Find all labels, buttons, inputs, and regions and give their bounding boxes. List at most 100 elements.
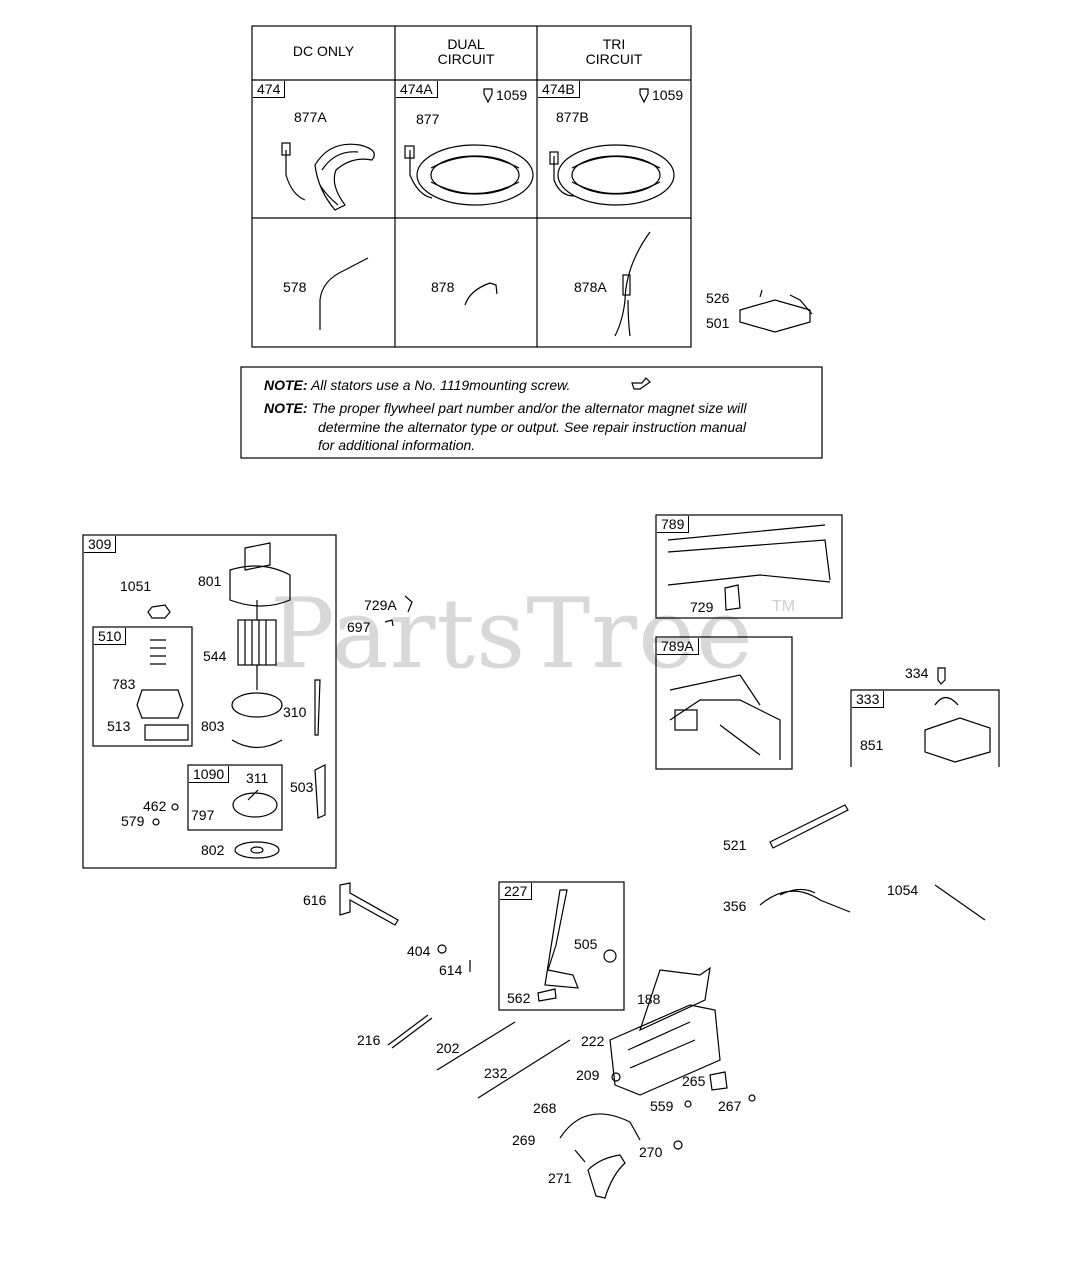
callout-878[interactable]: 878	[431, 279, 455, 295]
callout-544[interactable]: 544	[203, 648, 227, 664]
callout-334[interactable]: 334	[905, 665, 929, 681]
callout-616[interactable]: 616	[303, 892, 327, 908]
group-1090: 1090	[189, 766, 230, 783]
nut-270	[673, 1140, 683, 1150]
rod-1054	[934, 884, 986, 921]
link-232	[477, 1039, 571, 1099]
callout-877a[interactable]: 877A	[294, 109, 327, 125]
header-tri-circuit: TRI CIRCUIT	[585, 36, 643, 67]
watermark: PartsTree	[270, 578, 754, 690]
callout-270[interactable]: 270	[639, 1144, 663, 1160]
callout-501[interactable]: 501	[706, 315, 730, 331]
note-text-2a: The proper flywheel part number and/or t…	[311, 400, 747, 416]
group-474: 474	[253, 81, 286, 98]
callout-1059-a[interactable]: 1059	[496, 87, 528, 103]
housing-803	[231, 692, 283, 718]
bracket-503	[314, 764, 326, 819]
callout-802[interactable]: 802	[201, 842, 225, 858]
callout-265[interactable]: 265	[682, 1073, 706, 1089]
callout-505[interactable]: 505	[574, 936, 598, 952]
callout-271[interactable]: 271	[548, 1170, 572, 1186]
callout-216[interactable]: 216	[357, 1032, 381, 1048]
callout-503[interactable]: 503	[290, 779, 314, 795]
harness-878a-drawing	[614, 231, 651, 337]
cable-356	[759, 888, 851, 913]
rectifier-501-drawing	[739, 289, 813, 333]
callout-356[interactable]: 356	[723, 898, 747, 914]
note-text-1: All stators use a No. 1119mounting screw…	[310, 377, 571, 393]
harness-878-drawing	[464, 282, 498, 306]
callout-462[interactable]: 462	[143, 798, 167, 814]
callout-803[interactable]: 803	[201, 718, 225, 734]
bracket-188	[638, 966, 711, 1032]
callout-268[interactable]: 268	[533, 1100, 557, 1116]
callout-513[interactable]: 513	[107, 718, 131, 734]
box-510	[92, 626, 193, 747]
callout-851[interactable]: 851	[860, 737, 884, 753]
stator-877a-drawing	[281, 142, 375, 211]
callout-202[interactable]: 202	[436, 1040, 460, 1056]
group-227: 227	[500, 883, 533, 900]
callout-878a[interactable]: 878A	[574, 279, 607, 295]
box-789	[655, 514, 843, 619]
callout-267[interactable]: 267	[718, 1098, 742, 1114]
callout-311[interactable]: 311	[246, 770, 269, 786]
box-333	[850, 689, 1000, 767]
callout-188[interactable]: 188	[637, 991, 661, 1007]
callout-877b[interactable]: 877B	[556, 109, 589, 125]
screw-1059-b	[639, 88, 649, 104]
callout-310[interactable]: 310	[283, 704, 307, 720]
callout-877[interactable]: 877	[416, 111, 440, 127]
group-474a: 474A	[396, 81, 438, 98]
spring-216	[387, 1014, 429, 1046]
group-474b: 474B	[538, 81, 580, 98]
clip-729	[724, 584, 741, 611]
screw-562	[537, 988, 557, 1002]
clip-265	[709, 1071, 728, 1091]
link-202	[436, 1021, 516, 1071]
callout-1054[interactable]: 1054	[887, 882, 919, 898]
callout-404[interactable]: 404	[407, 943, 431, 959]
note-line-2: NOTE: The proper flywheel part number an…	[264, 399, 746, 417]
box-227	[498, 881, 625, 1011]
callout-521[interactable]: 521	[723, 837, 747, 853]
group-789a: 789A	[657, 638, 699, 655]
callout-1051[interactable]: 1051	[120, 578, 152, 594]
callout-797[interactable]: 797	[191, 807, 215, 823]
callout-559[interactable]: 559	[650, 1098, 674, 1114]
lever-271	[587, 1154, 626, 1199]
knob-505	[603, 949, 617, 963]
callout-801[interactable]: 801	[198, 573, 222, 589]
nut-404	[437, 944, 447, 954]
callout-232[interactable]: 232	[484, 1065, 508, 1081]
callout-783[interactable]: 783	[112, 676, 136, 692]
washer-579	[152, 818, 160, 826]
nut-1051	[147, 604, 171, 619]
note-box	[240, 366, 823, 459]
bolt-310	[314, 679, 321, 736]
callout-269[interactable]: 269	[512, 1132, 536, 1148]
callout-697[interactable]: 697	[347, 619, 371, 635]
screw-697	[384, 619, 394, 627]
callout-579[interactable]: 579	[121, 813, 145, 829]
end-cap-801	[229, 542, 291, 607]
note-label-1: NOTE:	[264, 377, 308, 393]
callout-729[interactable]: 729	[690, 599, 714, 615]
callout-222[interactable]: 222	[581, 1033, 605, 1049]
callout-578[interactable]: 578	[283, 279, 307, 295]
nut-462	[171, 803, 179, 811]
screw-334	[937, 667, 946, 685]
callout-526[interactable]: 526	[706, 290, 730, 306]
note-line-3: determine the alternator type or output.…	[318, 419, 747, 435]
pin-521	[769, 804, 849, 849]
callout-562[interactable]: 562	[507, 990, 531, 1006]
callout-209[interactable]: 209	[576, 1067, 600, 1083]
callout-614[interactable]: 614	[439, 962, 463, 978]
group-333: 333	[852, 691, 885, 708]
box-309	[82, 534, 337, 869]
header-dc-only: DC ONLY	[292, 43, 355, 59]
callout-1059-b[interactable]: 1059	[652, 87, 684, 103]
callout-729a[interactable]: 729A	[364, 597, 397, 613]
screw-267	[748, 1094, 756, 1102]
